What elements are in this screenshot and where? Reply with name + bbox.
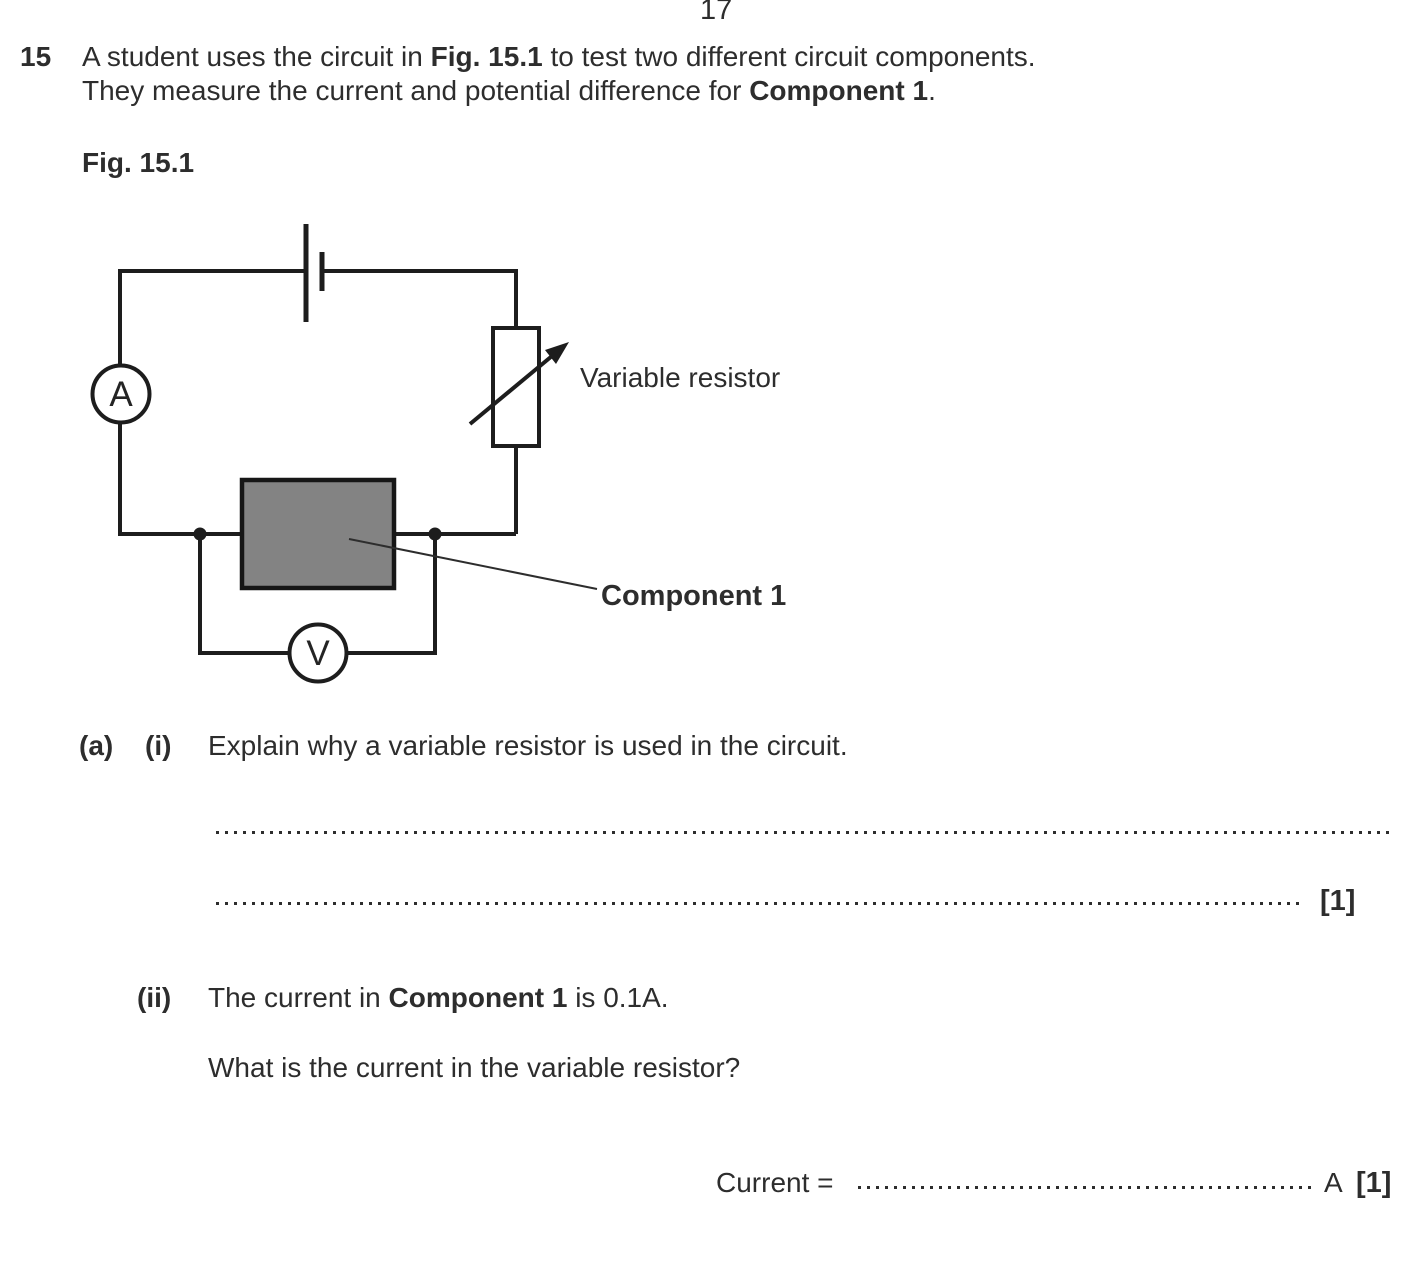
battery-icon (303, 224, 325, 322)
junction-dot-right (428, 527, 442, 541)
wire-voltmeter-left (198, 534, 290, 655)
answer-line-2 (216, 902, 1305, 905)
part-a-i-label: (i) (145, 730, 172, 761)
component-1-label: Component 1 (601, 580, 787, 612)
part-a-i-prompt: Explain why a variable resistor is used … (208, 730, 848, 761)
ammeter-symbol: A (109, 374, 133, 414)
voltmeter-symbol: V (306, 633, 330, 673)
junction-dot-left (193, 527, 207, 541)
wire-top-left (118, 269, 304, 366)
variable-resistor-arrow-icon (468, 342, 569, 426)
question-number: 15 (20, 41, 52, 72)
part-a-i-marks: [1] (1320, 885, 1356, 917)
answer-line-current (858, 1186, 1316, 1189)
voltmeter-icon (287, 622, 349, 684)
page-number: 17 (700, 0, 733, 26)
answer-prefix: Current = (716, 1167, 834, 1198)
component-1-pointer-line (348, 538, 598, 590)
question-intro: A student uses the circuit in Fig. 15.1 … (82, 40, 1036, 108)
part-a-ii-marks: [1] (1356, 1167, 1392, 1199)
component-1-box (239, 477, 397, 591)
answer-unit: A (1324, 1167, 1343, 1198)
part-a-ii-label: (ii) (137, 982, 172, 1013)
part-a-label: (a) (79, 730, 114, 761)
part-a-ii-statement: The current in Component 1 is 0.1A. (208, 982, 669, 1013)
wire-top-right (322, 269, 518, 328)
variable-resistor-label: Variable resistor (580, 362, 781, 393)
answer-line-1 (216, 831, 1394, 834)
question-intro-line1: A student uses the circuit in Fig. 15.1 … (82, 41, 1036, 72)
figure-label: Fig. 15.1 (82, 147, 195, 178)
part-a-ii-prompt: What is the current in the variable resi… (208, 1052, 741, 1083)
ammeter-icon (90, 363, 152, 425)
wire-voltmeter-right (346, 534, 437, 655)
question-intro-line2: They measure the current and potential d… (82, 75, 936, 106)
